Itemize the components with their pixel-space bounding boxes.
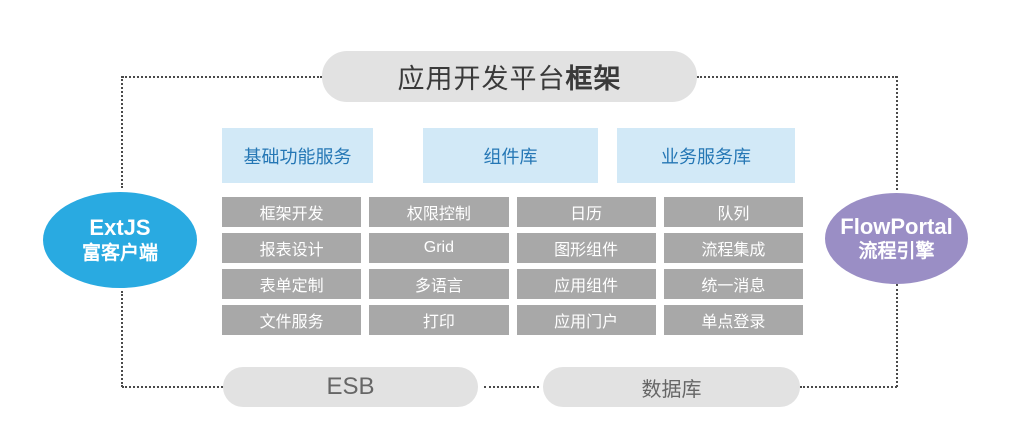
header-component-library: 组件库	[423, 128, 598, 183]
rich-client-label: 富客户端	[81, 242, 158, 264]
header-basic-function-services: 基础功能服务	[222, 128, 373, 183]
grid-cell: 单点登录	[663, 305, 803, 335]
grid-cell: 打印	[369, 305, 509, 335]
grid-cell: 队列	[663, 197, 803, 227]
title-text-regular: 应用开发平台	[397, 64, 566, 94]
title-box: 应用开发平台框架	[322, 51, 697, 102]
grid-cell: Grid	[369, 233, 509, 263]
connector-top-left-horizontal	[122, 76, 322, 78]
connector-bottom-right-vertical	[896, 284, 898, 387]
extjs-label: ExtJS	[89, 215, 151, 241]
grid-cell: 流程集成	[663, 233, 803, 263]
flowportal-ellipse: FlowPortal 流程引擎	[825, 193, 968, 284]
title-text-bold: 框架	[565, 64, 622, 94]
extjs-ellipse: ExtJS 富客户端	[43, 192, 197, 288]
connector-bottom-middle-horizontal	[484, 386, 539, 388]
capability-grid: 框架开发 权限控制 日历 队列 报表设计 Grid 图形组件 流程集成 表单定制…	[222, 197, 803, 335]
process-engine-label: 流程引擎	[858, 241, 935, 263]
flowportal-label: FlowPortal	[840, 213, 953, 239]
grid-cell: 统一消息	[663, 269, 803, 299]
grid-cell: 文件服务	[222, 305, 362, 335]
grid-cell: 表单定制	[222, 269, 362, 299]
connector-top-left-vertical	[121, 76, 123, 188]
grid-cell: 报表设计	[222, 233, 362, 263]
grid-cell: 框架开发	[222, 197, 362, 227]
grid-cell: 权限控制	[369, 197, 509, 227]
grid-cell: 日历	[516, 197, 656, 227]
connector-bottom-left-horizontal	[122, 386, 223, 388]
connector-top-right-horizontal	[697, 76, 897, 78]
connector-bottom-right-horizontal	[800, 386, 897, 388]
grid-cell: 图形组件	[516, 233, 656, 263]
database-box: 数据库	[543, 367, 800, 407]
grid-cell: 多语言	[369, 269, 509, 299]
grid-cell: 应用组件	[516, 269, 656, 299]
connector-top-right-vertical	[896, 76, 898, 190]
grid-cell: 应用门户	[516, 305, 656, 335]
esb-box: ESB	[223, 367, 478, 407]
header-business-service-library: 业务服务库	[617, 128, 795, 183]
connector-bottom-left-vertical	[121, 291, 123, 387]
